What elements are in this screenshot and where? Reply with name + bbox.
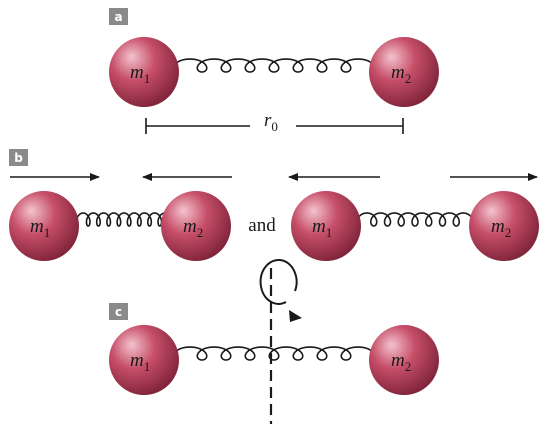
panel-a-label: a (114, 10, 122, 24)
svg-text:m2: m2 (391, 62, 411, 86)
panel-b-label: b (14, 151, 23, 165)
svg-text:m1: m1 (30, 216, 50, 240)
mass-m2-b-compressed: m2 (161, 191, 231, 261)
panel-c: c m1 m2 (109, 259, 439, 424)
mass-m1-a: m1 (109, 37, 179, 107)
separation-label: r0 (264, 110, 278, 134)
spring-c (172, 346, 376, 361)
svg-text:m2: m2 (183, 216, 203, 240)
rotation-arrow-icon (259, 259, 302, 322)
panel-b-label-box (9, 149, 28, 166)
svg-text:m1: m1 (312, 216, 332, 240)
panel-b: b m1 m2 and m1 m2 (9, 149, 539, 261)
mass-m1-b-stretched: m1 (291, 191, 361, 261)
mass-m2-a: m2 (369, 37, 439, 107)
spring-compressed (75, 212, 173, 227)
and-label: and (248, 215, 276, 236)
mass-m2-b-stretched: m2 (469, 191, 539, 261)
svg-text:m2: m2 (391, 350, 411, 374)
panel-c-label-box (109, 303, 128, 320)
svg-text:m2: m2 (491, 216, 511, 240)
separation-dimension: r0 (145, 110, 404, 134)
panel-a-label-box (109, 8, 128, 25)
spring-a (172, 58, 376, 73)
panel-a: a m1 m2 r0 (109, 8, 439, 134)
svg-text:m1: m1 (130, 62, 150, 86)
mass-m2-c: m2 (369, 325, 439, 395)
panel-c-label: c (115, 305, 122, 319)
mass-m1-c: m1 (109, 325, 179, 395)
svg-text:m1: m1 (130, 350, 150, 374)
spring-stretched (356, 212, 474, 227)
mass-m1-b-compressed: m1 (9, 191, 79, 261)
